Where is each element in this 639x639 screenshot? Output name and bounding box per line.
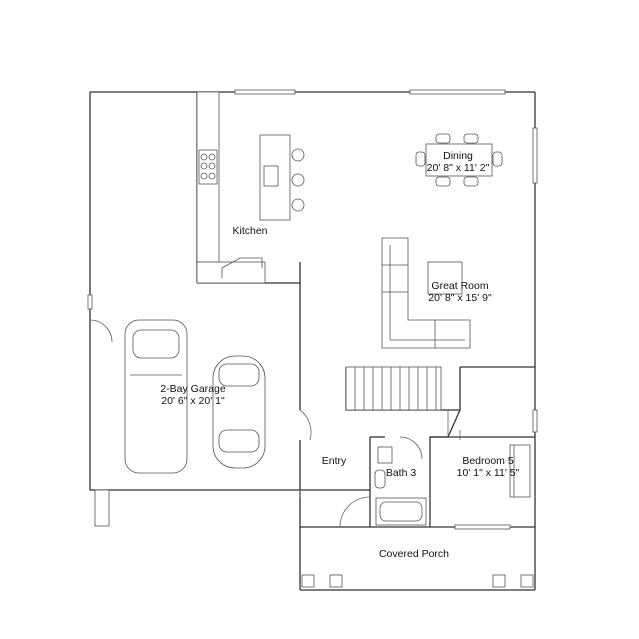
- garage-vehicles: [124, 319, 266, 474]
- room-size-garage: 20' 6" x 20' 1": [161, 395, 225, 407]
- room-name-bath3: Bath 3: [386, 467, 417, 479]
- kitchen-fixtures: [196, 91, 305, 284]
- bath-fixtures: [374, 446, 427, 526]
- room-size-bedroom5: 10' 1" x 11' 5": [457, 467, 520, 479]
- staircase: [345, 366, 442, 411]
- room-name-kitchen: Kitchen: [232, 225, 267, 237]
- porch-posts: [301, 574, 534, 588]
- dining-table: [415, 133, 503, 187]
- room-name-garage: 2-Bay Garage: [160, 383, 226, 395]
- bedroom-closet: [509, 444, 531, 498]
- doors: [89, 319, 461, 528]
- room-name-entry: Entry: [322, 455, 347, 467]
- room-name-great-room: Great Room: [431, 280, 488, 292]
- windows: [87, 89, 538, 530]
- room-labels: Dining 20' 8" x 11' 2" Kitchen Great Roo…: [160, 150, 519, 560]
- sectional-sofa: [381, 237, 471, 349]
- room-size-great-room: 20' 8" x 15' 9": [428, 292, 492, 304]
- room-name-bedroom5: Bedroom 5: [462, 455, 514, 467]
- room-size-dining: 20' 8" x 11' 2": [427, 162, 490, 174]
- room-name-dining: Dining: [443, 150, 473, 162]
- room-name-porch: Covered Porch: [379, 548, 449, 560]
